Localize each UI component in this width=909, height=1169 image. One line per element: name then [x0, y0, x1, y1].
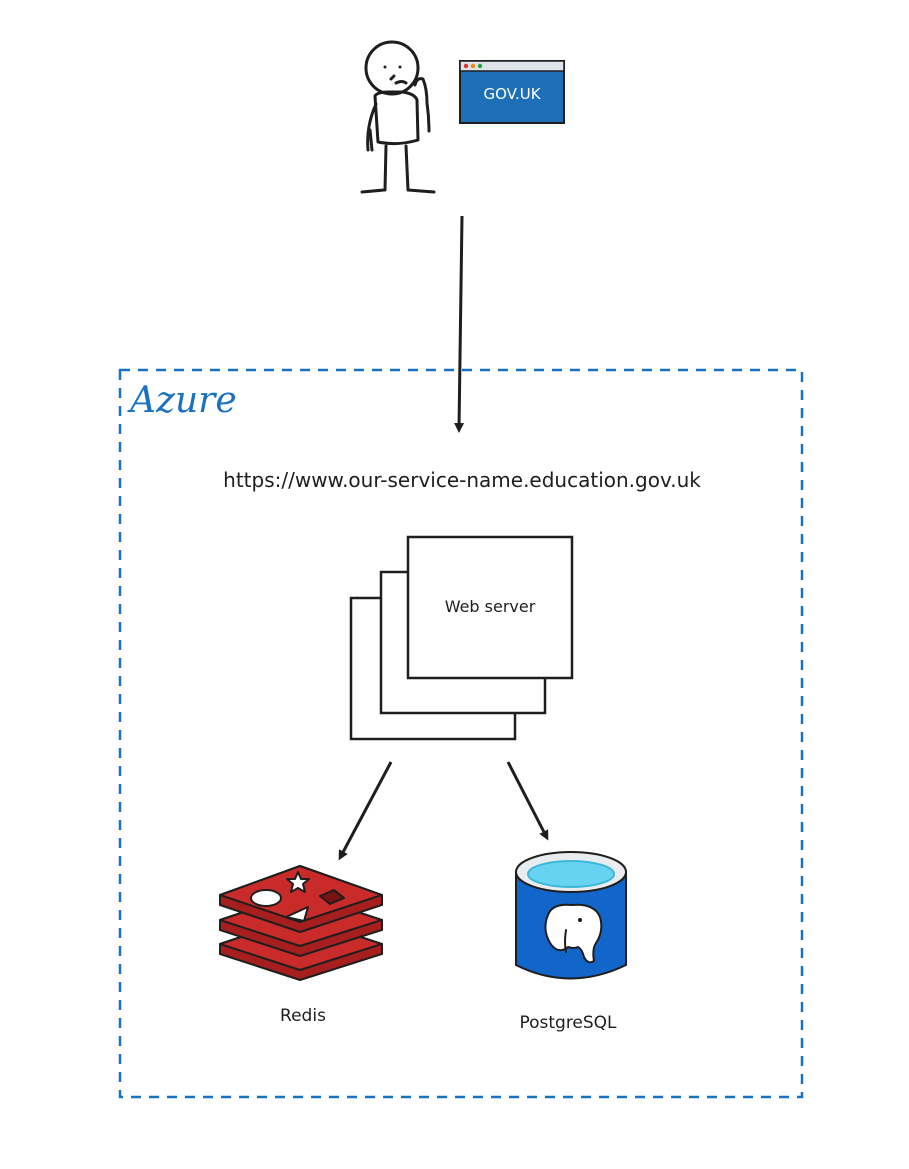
browser-badge-label: GOV.UK: [483, 85, 541, 103]
window-close-dot-icon: [463, 63, 469, 69]
postgresql-elephant-icon: [544, 903, 603, 964]
postgresql-label: PostgreSQL: [519, 1013, 617, 1033]
postgresql-database-icon: [515, 851, 627, 980]
azure-title: Azure: [127, 380, 237, 421]
web-server-instance: [406, 535, 574, 680]
govuk-browser-window: GOV.UK: [459, 60, 565, 124]
service-url: https://www.our-service-name.education.g…: [223, 468, 701, 492]
azure-boundary: [118, 368, 804, 1099]
window-minimize-dot-icon: [470, 63, 476, 69]
web-server-stack: Web server: [349, 535, 574, 741]
arrow-web-to-postgres: [506, 761, 549, 841]
arrow-web-to-redis: [338, 761, 393, 861]
user-figure-icon: [360, 40, 436, 194]
arrow-user-to-service: [454, 215, 465, 433]
web-server-label: Web server: [445, 597, 536, 616]
window-maximize-dot-icon: [477, 63, 483, 69]
redis-logo-icon: [219, 865, 383, 981]
redis-label: Redis: [280, 1006, 326, 1026]
